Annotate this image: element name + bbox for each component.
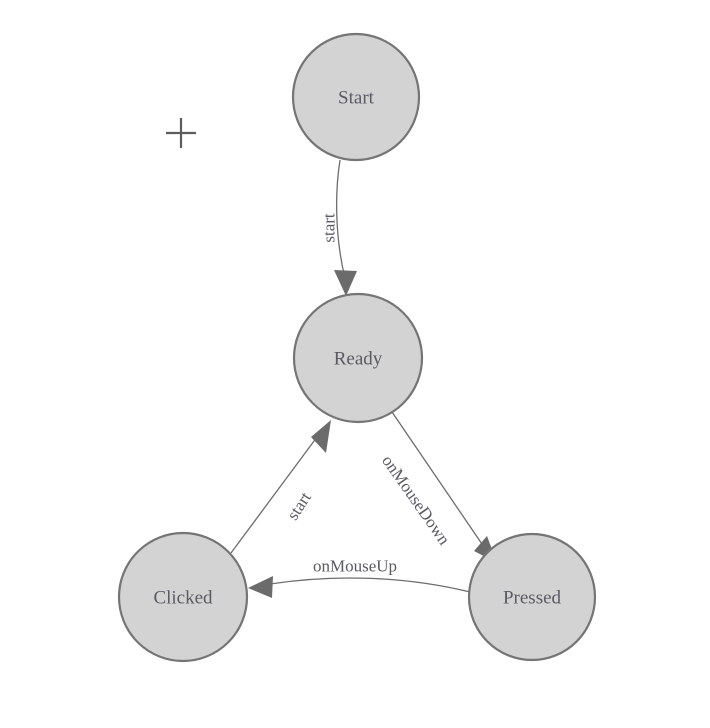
node-clicked[interactable]: Clicked	[117, 531, 249, 663]
node-start[interactable]: Start	[291, 32, 421, 162]
arrowhead-icon	[334, 270, 357, 296]
crosshair-cursor	[166, 118, 196, 148]
node-shape	[467, 532, 597, 662]
node-label: Start	[338, 88, 375, 109]
edge-line	[335, 159, 346, 279]
node-label: Ready	[334, 349, 383, 370]
node-ready[interactable]: Ready	[292, 292, 424, 424]
node-shape	[291, 32, 421, 162]
node-pressed[interactable]: Pressed	[467, 532, 597, 662]
edge-label-pressed-to-clicked: onMouseUp	[313, 557, 397, 576]
arrowhead-icon	[248, 576, 273, 598]
edge-line	[269, 577, 471, 593]
edge-pressed-to-clicked[interactable]: onMouseUp	[248, 557, 471, 599]
edge-clicked-to-ready[interactable]: start	[230, 420, 331, 554]
arrowhead-icon	[311, 420, 331, 453]
node-shape	[117, 531, 249, 663]
edge-line	[230, 436, 318, 554]
node-shape	[292, 292, 424, 424]
node-label: Pressed	[503, 588, 562, 609]
edge-label-ready-to-pressed: onMouseDown	[378, 452, 454, 549]
node-label: Clicked	[153, 588, 213, 609]
edge-ready-to-pressed[interactable]: onMouseDown	[378, 411, 497, 563]
edge-label-start-to-ready: start	[320, 213, 339, 243]
edge-label-clicked-to-ready: start	[283, 488, 315, 523]
edge-line	[391, 411, 485, 548]
edge-start-to-ready[interactable]: start	[320, 159, 358, 296]
